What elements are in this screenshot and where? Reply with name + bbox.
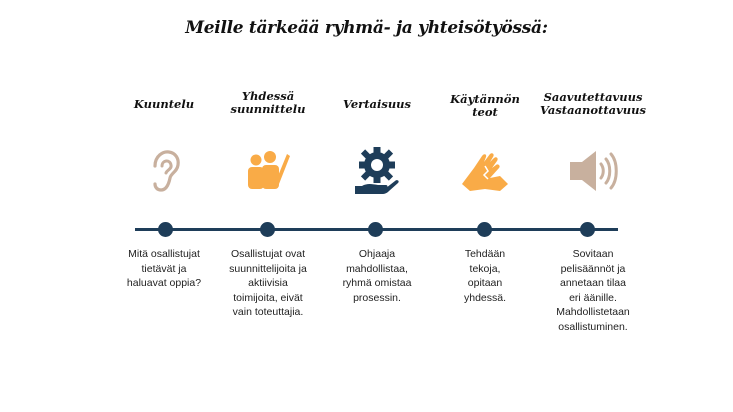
desc-line: suunnittelijoita ja xyxy=(229,262,307,275)
timeline-dot-3 xyxy=(367,222,383,237)
desc-line: Mahdollistetaan xyxy=(556,306,630,319)
desc-line: haluavat oppia? xyxy=(126,277,202,290)
desc-line: Osallistujat ovat xyxy=(230,248,306,260)
timeline-dot-1 xyxy=(157,222,173,237)
desc-line: ryhmä omistaa xyxy=(342,277,412,290)
step-heading: Saavutettavuus Vastaanottavuus xyxy=(533,91,653,117)
desc-line: opitaan xyxy=(467,277,503,290)
desc-line: osallistuminen. xyxy=(558,320,628,333)
desc-line: mahdollistaa, xyxy=(346,262,408,275)
desc-line: aktiivisia xyxy=(248,277,288,290)
desc-line: tietävät ja xyxy=(141,262,187,275)
desc-line: Mitä osallistujat xyxy=(128,248,200,260)
heading-line: Yhdessä xyxy=(241,89,295,103)
diagram-title: Meille tärkeää ryhmä- ja yhteisötyössä: xyxy=(185,18,548,38)
timeline-dot-2 xyxy=(259,222,275,237)
ear-icon xyxy=(153,150,180,192)
heading-line: Käytännön xyxy=(450,92,520,106)
heading-line: Vastaanottavuus xyxy=(540,103,646,117)
desc-line: pelisäännöt ja xyxy=(560,262,626,275)
step-heading: Yhdessä suunnittelu xyxy=(208,90,328,116)
gear-hand-icon xyxy=(355,147,399,194)
desc-line: eri äänille. xyxy=(569,291,617,304)
timeline-dot-5 xyxy=(579,222,595,237)
desc-line: tekoja, xyxy=(469,262,501,275)
desc-line: annetaan tilaa xyxy=(560,277,626,290)
step-heading: Käytännön teot xyxy=(425,93,545,119)
timeline-dot-4 xyxy=(476,222,492,237)
heading-line: Saavutettavuus xyxy=(543,90,643,104)
speaker-icon xyxy=(570,151,618,191)
hands-together-icon xyxy=(462,153,508,191)
desc-line: Ohjaaja xyxy=(358,248,396,260)
heading-line: suunnittelu xyxy=(230,102,306,116)
step-heading: Kuuntelu xyxy=(133,97,195,111)
desc-line: yhdessä. xyxy=(463,291,507,304)
desc-line: Tehdään xyxy=(464,248,506,260)
desc-line: prosessin. xyxy=(353,291,401,304)
desc-line: vain toteuttajia. xyxy=(232,306,304,319)
desc-line: toimijoita, eivät xyxy=(233,291,303,304)
people-pencil-icon xyxy=(248,151,290,189)
heading-line: teot xyxy=(472,105,498,119)
desc-line: Sovitaan xyxy=(572,248,614,260)
step-heading: Vertaisuus xyxy=(342,97,412,111)
